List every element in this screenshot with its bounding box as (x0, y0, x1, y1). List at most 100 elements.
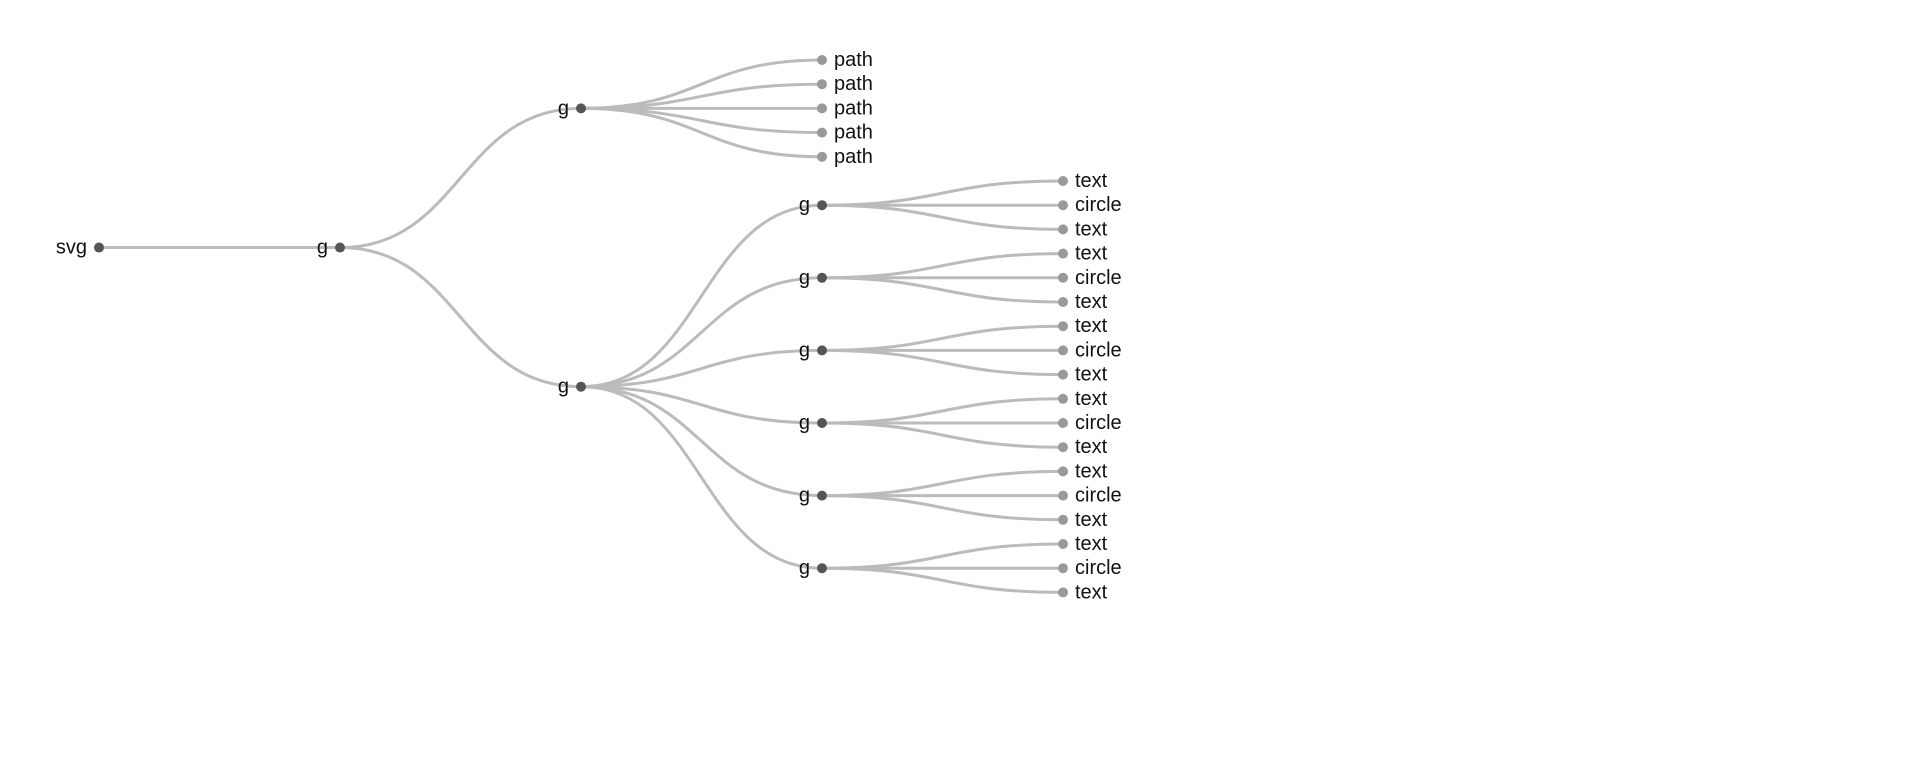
leaf-node-dot (1058, 466, 1068, 477)
node-label: g (558, 97, 569, 119)
internal-node-dot (817, 418, 827, 428)
leaf-node-dot (1058, 418, 1068, 428)
tree-node-text: text (1058, 388, 1108, 410)
tree-node-text: text (1058, 364, 1108, 386)
node-label: text (1075, 218, 1108, 240)
node-label: circle (1075, 412, 1122, 434)
node-label: text (1075, 315, 1108, 337)
tree-link (580, 385, 823, 570)
tree-node-circle: circle (1058, 485, 1122, 507)
leaf-node-dot (1058, 272, 1068, 283)
tree-link (821, 179, 1064, 207)
node-label: path (834, 122, 873, 144)
tree-link (821, 348, 1064, 377)
tree-node-g: g (799, 267, 827, 289)
tree-link (821, 252, 1064, 280)
tree-node-path: path (817, 122, 873, 144)
tree-node-text: text (1058, 533, 1108, 555)
tree-node-text: text (1058, 291, 1108, 313)
leaf-node-dot (817, 103, 827, 114)
tree-link (821, 542, 1064, 570)
internal-node-dot (94, 242, 104, 253)
tree-node-path: path (817, 146, 873, 168)
node-label: g (799, 412, 810, 434)
leaf-node-dot (817, 55, 827, 65)
internal-node-dot (817, 200, 827, 211)
leaf-node-dot (1058, 490, 1068, 501)
leaf-node-dot (1058, 345, 1068, 356)
tree-node-text: text (1058, 218, 1108, 240)
node-label: g (799, 339, 810, 361)
node-label: g (799, 194, 810, 216)
leaf-node-dot (817, 79, 827, 90)
tree-link (821, 276, 1064, 304)
node-label: text (1075, 243, 1108, 265)
tree-node-circle: circle (1058, 194, 1122, 216)
node-label: circle (1075, 485, 1122, 507)
node-label: text (1075, 460, 1108, 482)
nodes-layer: pathpathpathpathpathgtextcircletextgtext… (56, 49, 1122, 603)
tree-node-path: path (817, 97, 873, 119)
tree-link (580, 203, 823, 389)
tree-node-text: text (1058, 170, 1108, 192)
node-label: text (1075, 364, 1108, 386)
leaf-node-dot (1058, 224, 1068, 235)
internal-node-dot (335, 242, 345, 253)
node-label: g (799, 485, 810, 507)
tree-node-circle: circle (1058, 412, 1122, 434)
tree-link (821, 397, 1064, 425)
tree-node-text: text (1058, 581, 1108, 603)
tree-link (821, 421, 1064, 449)
tree-node-g: g (799, 339, 827, 361)
node-label: circle (1075, 557, 1122, 579)
tree-node-circle: circle (1058, 339, 1122, 361)
tree-link (339, 246, 582, 389)
tree-node-text: text (1058, 243, 1108, 265)
tree-link (580, 106, 823, 135)
tree-node-g: g (799, 485, 827, 507)
leaf-node-dot (1058, 248, 1068, 259)
leaf-node-dot (1058, 442, 1068, 453)
leaf-node-dot (1058, 369, 1068, 380)
tree-node-text: text (1058, 436, 1108, 458)
tree-link (580, 276, 823, 389)
leaf-node-dot (1058, 563, 1068, 574)
internal-node-dot (576, 381, 586, 392)
tree-link (821, 324, 1064, 352)
node-label: g (799, 557, 810, 579)
tree-node-circle: circle (1058, 557, 1122, 579)
node-label: text (1075, 388, 1108, 410)
node-label: text (1075, 581, 1108, 603)
node-label: g (558, 376, 569, 398)
tree-link (580, 106, 823, 159)
links-layer (98, 58, 1064, 594)
node-label: circle (1075, 194, 1122, 216)
internal-node-dot (817, 345, 827, 356)
tree-node-g: g (799, 194, 827, 216)
tree-link (580, 82, 823, 110)
tree-node-svg: svg (56, 237, 104, 259)
node-label: text (1075, 436, 1108, 458)
node-label: text (1075, 170, 1108, 192)
tree-link (821, 494, 1064, 522)
tree-node-g: g (558, 97, 586, 119)
internal-node-dot (817, 490, 827, 501)
tree-link (339, 106, 582, 250)
tree-link (580, 385, 823, 425)
tree-node-text: text (1058, 460, 1108, 482)
tree-node-g: g (317, 237, 345, 259)
tree-node-text: text (1058, 315, 1108, 337)
leaf-node-dot (1058, 321, 1068, 332)
tree-node-g: g (799, 412, 827, 434)
node-label: text (1075, 533, 1108, 555)
node-label: circle (1075, 339, 1122, 361)
node-label: g (799, 267, 810, 289)
tree-link (580, 385, 823, 498)
leaf-node-dot (1058, 176, 1068, 186)
leaf-node-dot (1058, 393, 1068, 404)
tree-node-path: path (817, 73, 873, 95)
leaf-node-dot (1058, 514, 1068, 525)
tree-node-g: g (558, 376, 586, 398)
node-label: text (1075, 509, 1108, 531)
